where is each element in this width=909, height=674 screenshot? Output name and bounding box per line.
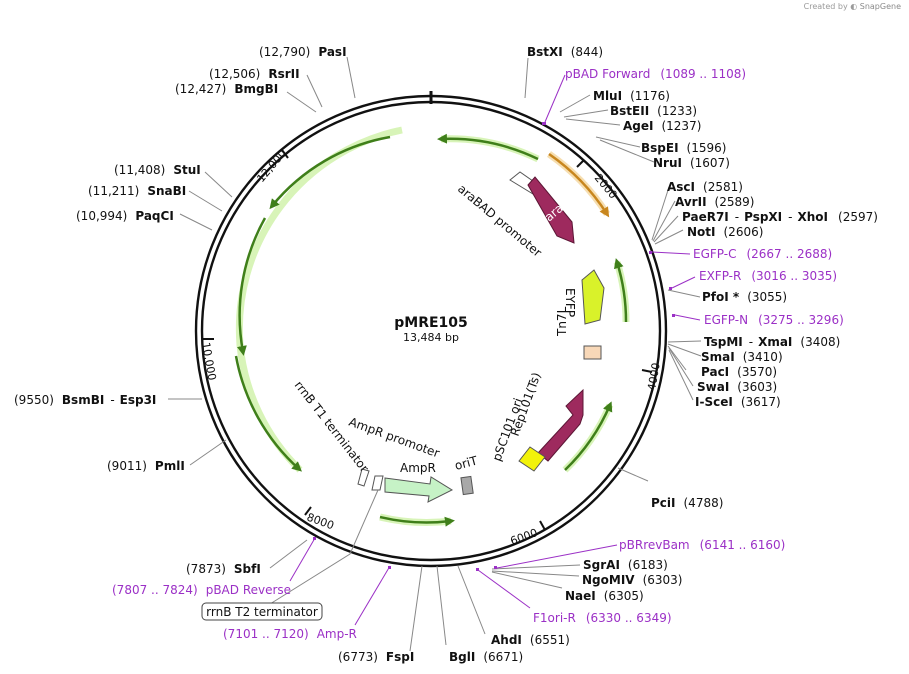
credit-prefix: Created by — [803, 2, 848, 11]
primer-egfp-c: EGFP-C(2667 .. 2688) — [693, 247, 832, 261]
enzyme-swai: SwaI(3603) — [697, 380, 777, 394]
primer-pbrrevbam: pBRrevBam(6141 .. 6160) — [619, 538, 785, 552]
ampr-promoter-arrow — [371, 475, 384, 491]
enzyme-paer7i-pspxi-xhoi: PaeR7I-PspXI-XhoI(2597) — [682, 210, 878, 224]
enzyme-i-scei: I-SceI(3617) — [695, 395, 781, 409]
primer-pbad-forward: pBAD Forward(1089 .. 1108) — [565, 67, 746, 81]
eyfp-feature — [581, 269, 605, 325]
credit-brand: SnapGene — [859, 2, 901, 11]
primer-labels: pBAD Forward(1089 .. 1108) EGFP-C(2667 .… — [112, 67, 844, 641]
enzyme-bgli: BglI(6671) — [449, 650, 523, 664]
tn7l-feature — [583, 345, 602, 360]
snapgene-credit: Created by ◐ SnapGene — [804, 2, 901, 11]
primer-f1ori-r: F1ori-R(6330 .. 6349) — [533, 611, 672, 625]
enzyme-tspmi-xmai: TspMI-XmaI(3408) — [704, 335, 840, 349]
tn7l-label: Tn7L — [555, 306, 569, 337]
orf-arc-upper-left — [269, 135, 391, 210]
enzyme-ahdi: AhdI(6551) — [491, 633, 570, 647]
enzyme-fspi: (6773)FspI — [338, 650, 414, 664]
tick-label-12000: 12,000 — [254, 147, 289, 185]
primer-exfp-r: EXFP-R(3016 .. 3035) — [699, 269, 837, 283]
enzyme-agei: AgeI(1237) — [623, 119, 701, 133]
orit-label: oriT — [453, 453, 479, 473]
ampr-label: AmpR — [400, 461, 436, 475]
tick-label-4000: 4000 — [645, 362, 663, 392]
enzyme-noti: NotI(2606) — [687, 225, 763, 239]
primer-marks — [313, 122, 675, 571]
tick-label-6000: 6000 — [509, 526, 540, 548]
enzyme-pfoi: PfoI *(3055) — [702, 290, 787, 304]
enzyme-labels: (12,790)PasI (12,506)RsrII (12,427)BmgBI… — [14, 45, 878, 664]
enzyme-bstxi: BstXI(844) — [527, 45, 603, 59]
enzyme-bsteii: BstEII(1233) — [610, 104, 697, 118]
orf-arc-right — [614, 258, 628, 323]
enzyme-ngomiv: NgoMIV(6303) — [582, 573, 682, 587]
primer-amp-r: (7101 .. 7120)Amp-R — [223, 627, 357, 641]
orf-glow — [562, 403, 614, 473]
enzyme-naei: NaeI(6305) — [565, 589, 644, 603]
enzyme-rsrii: (12,506)RsrII — [209, 67, 300, 81]
rep101-feature — [537, 388, 584, 462]
ampr-feature — [384, 476, 454, 503]
enzyme-asci: AscI(2581) — [667, 180, 743, 194]
enzyme-bspei: BspEI(1596) — [641, 141, 726, 155]
primer-egfp-n: EGFP-N(3275 .. 3296) — [704, 313, 844, 327]
orf-arc-left — [236, 217, 267, 356]
plasmid-length: 13,484 bp — [403, 331, 459, 344]
orf-arcs — [234, 126, 630, 527]
enzyme-pasi: (12,790)PasI — [259, 45, 347, 59]
enzyme-sbfi: (7873)SbfI — [186, 562, 261, 576]
primer-pbad-reverse: (7807 .. 7824)pBAD Reverse — [112, 583, 291, 597]
rrnb-t2-box — [201, 602, 323, 621]
enzyme-paci: PacI(3570) — [701, 365, 777, 379]
enzyme-sgrai: SgrAI(6183) — [583, 558, 668, 572]
tick-label-10000: 10,000 — [199, 341, 218, 381]
psc101-ori-feature — [518, 446, 546, 472]
primer-leader-lines — [289, 74, 701, 626]
enzyme-snabi: (11,211)SnaBI — [88, 184, 186, 198]
enzyme-avrii: AvrII(2589) — [675, 195, 754, 209]
enzyme-smai: SmaI(3410) — [701, 350, 783, 364]
enzyme-pcii: PciI(4788) — [651, 496, 723, 510]
enzyme-bmgbi: (12,427)BmgBI — [175, 82, 278, 96]
tick-marks — [203, 149, 653, 531]
snapgene-logo-icon: ◐ — [850, 2, 858, 11]
plasmid-name: pMRE105 — [394, 315, 468, 331]
eyfp-label: EYFP — [563, 288, 577, 317]
orf-arc-lower-right — [564, 401, 613, 471]
enzyme-bsmbi-esp3i: (9550)BsmBI-Esp3I — [14, 393, 156, 407]
rrnb-t2-label: rrnB T2 terminator — [206, 605, 318, 619]
orf-arc-bottom — [379, 515, 455, 527]
orf-arc-top — [437, 133, 539, 161]
rrnb-t1-terminator-feature — [357, 468, 370, 487]
enzyme-stui: (11,408)StuI — [114, 163, 201, 177]
orf-arc-orange — [548, 152, 610, 218]
arac-feature — [527, 176, 575, 244]
enzyme-leader-lines — [168, 56, 702, 652]
tick-label-8000: 8000 — [305, 511, 336, 533]
enzyme-mlui: MluI(1176) — [593, 89, 670, 103]
enzyme-paqci: (10,994)PaqCI — [76, 209, 174, 223]
enzyme-pmli: (9011)PmlI — [107, 459, 185, 473]
rrnb-t2-leader — [269, 489, 379, 605]
orf-arc-lower-left — [234, 355, 302, 472]
orit-feature — [460, 475, 474, 496]
enzyme-nrui: NruI(1607) — [653, 156, 730, 170]
